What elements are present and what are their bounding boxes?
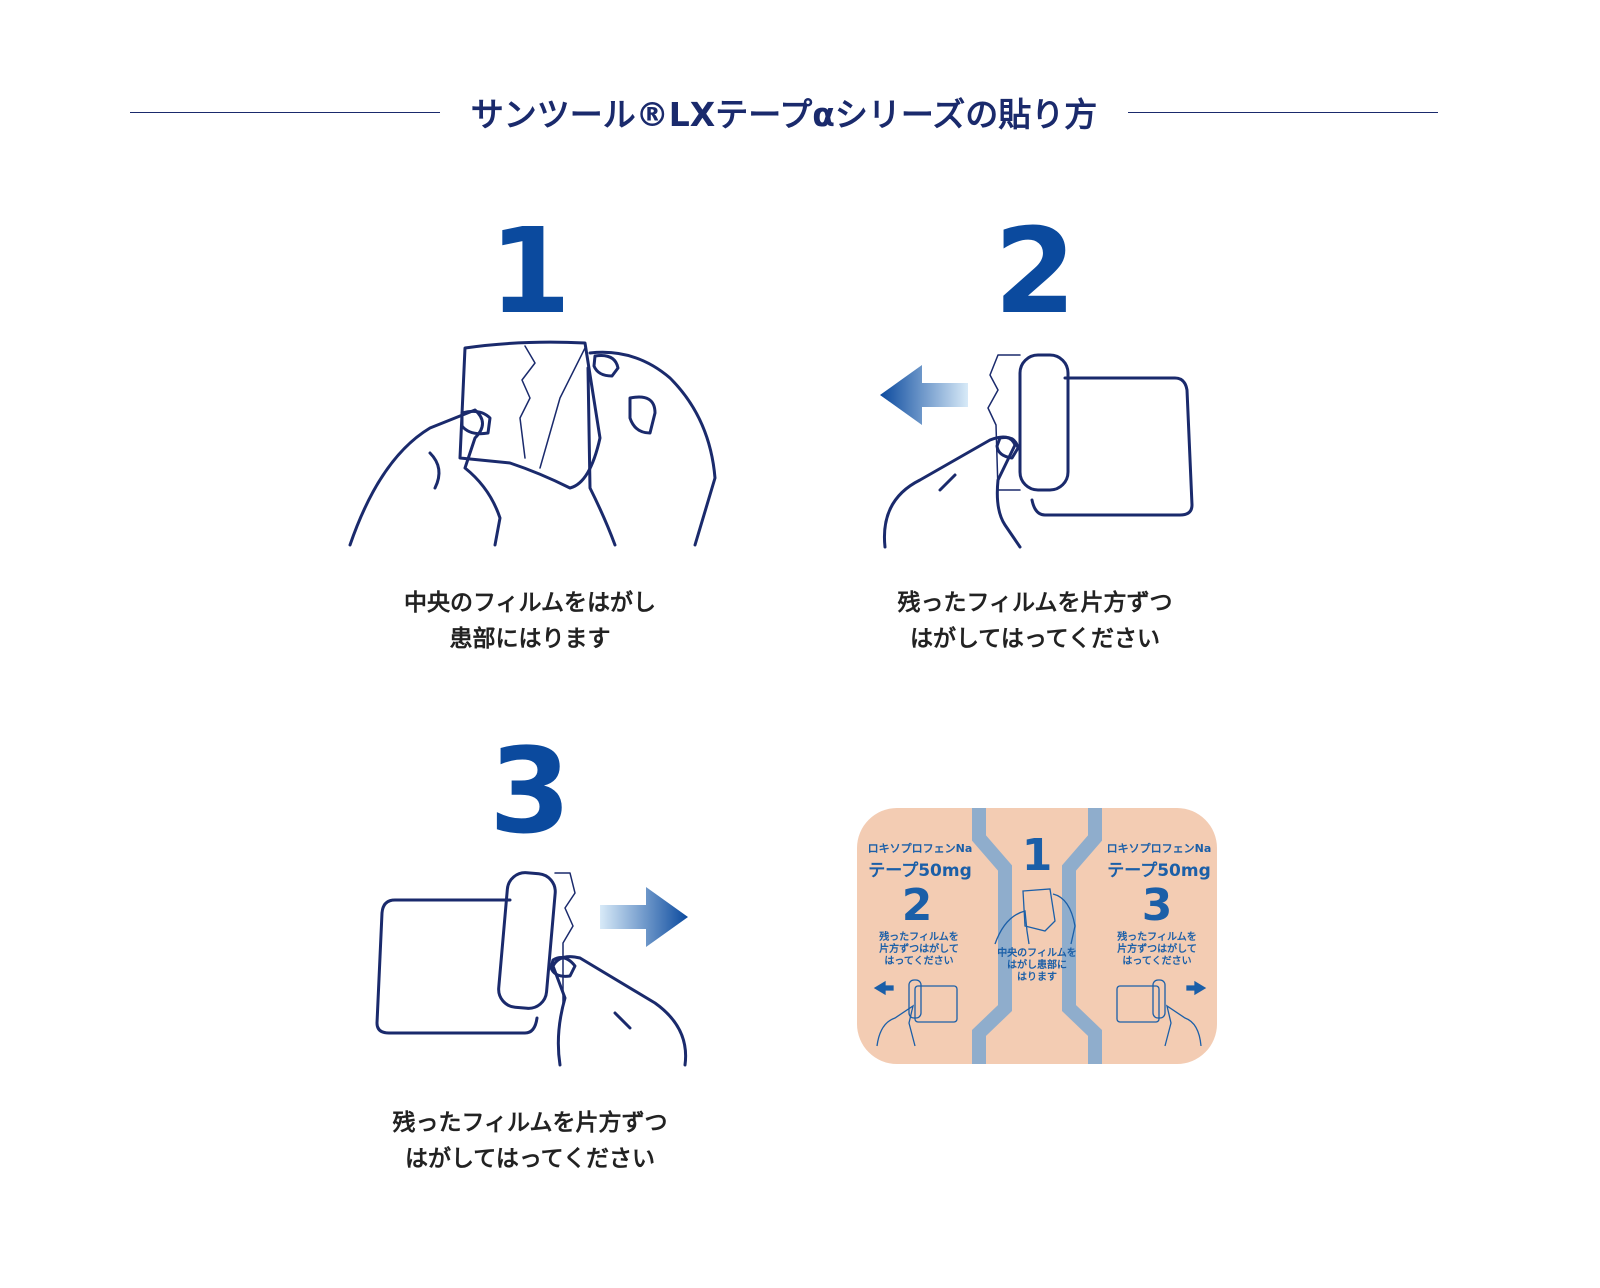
step-2-illustration bbox=[882, 353, 1194, 549]
step-1-number: 1 bbox=[488, 202, 572, 340]
patch-center-text: 中央のフィルムを はがし患部に はります bbox=[997, 948, 1077, 983]
patch-product-image: ロキソプロフェンNa テープ50mg 2 残ったフィルムを 片方ずつはがして は… bbox=[857, 808, 1217, 1064]
patch-left-illustration bbox=[873, 979, 958, 1047]
page-title: サンツール®LXテープαシリーズの貼り方 bbox=[470, 95, 1098, 134]
patch-right-illustration bbox=[1116, 979, 1207, 1047]
left-arrow-icon bbox=[880, 365, 968, 425]
step-2-caption-line2: はがしてはってください bbox=[909, 626, 1160, 652]
title-rule-right bbox=[1128, 112, 1438, 113]
patch-center-number: 1 bbox=[1021, 830, 1053, 881]
step-2-caption: 残ったフィルムを片方ずつ はがしてはってください bbox=[825, 585, 1245, 657]
step-3-number: 3 bbox=[488, 722, 572, 860]
step-2-caption-line1: 残ったフィルムを片方ずつ bbox=[897, 590, 1173, 616]
patch-right-text: 残ったフィルムを 片方ずつはがして はってください bbox=[1117, 932, 1197, 967]
step-2-number: 2 bbox=[993, 202, 1077, 340]
step-3-caption: 残ったフィルムを片方ずつ はがしてはってください bbox=[320, 1105, 740, 1177]
title-rule-left bbox=[130, 112, 440, 113]
patch-center-illustration bbox=[994, 888, 1076, 945]
patch-product-name-left: ロキソプロフェンNa テープ50mg bbox=[867, 842, 973, 881]
step-1-caption: 中央のフィルムをはがし 患部にはります bbox=[320, 585, 740, 657]
right-arrow-icon bbox=[600, 887, 688, 947]
patch-left-number: 2 bbox=[901, 880, 933, 931]
step-1-caption-line1: 中央のフィルムをはがし bbox=[403, 590, 657, 616]
step-1-illustration bbox=[348, 340, 717, 547]
step-3-illustration bbox=[375, 871, 688, 1067]
step-3-caption-line1: 残ったフィルムを片方ずつ bbox=[392, 1110, 668, 1136]
patch-release-liner-bands bbox=[972, 808, 1102, 1064]
step-3-caption-line2: はがしてはってください bbox=[404, 1146, 655, 1172]
patch-right-number: 3 bbox=[1141, 880, 1173, 931]
step-1-caption-line2: 患部にはります bbox=[449, 626, 611, 652]
patch-left-text: 残ったフィルムを 片方ずつはがして はってください bbox=[879, 932, 959, 967]
patch-product-name-right: ロキソプロフェンNa テープ50mg bbox=[1106, 842, 1212, 881]
